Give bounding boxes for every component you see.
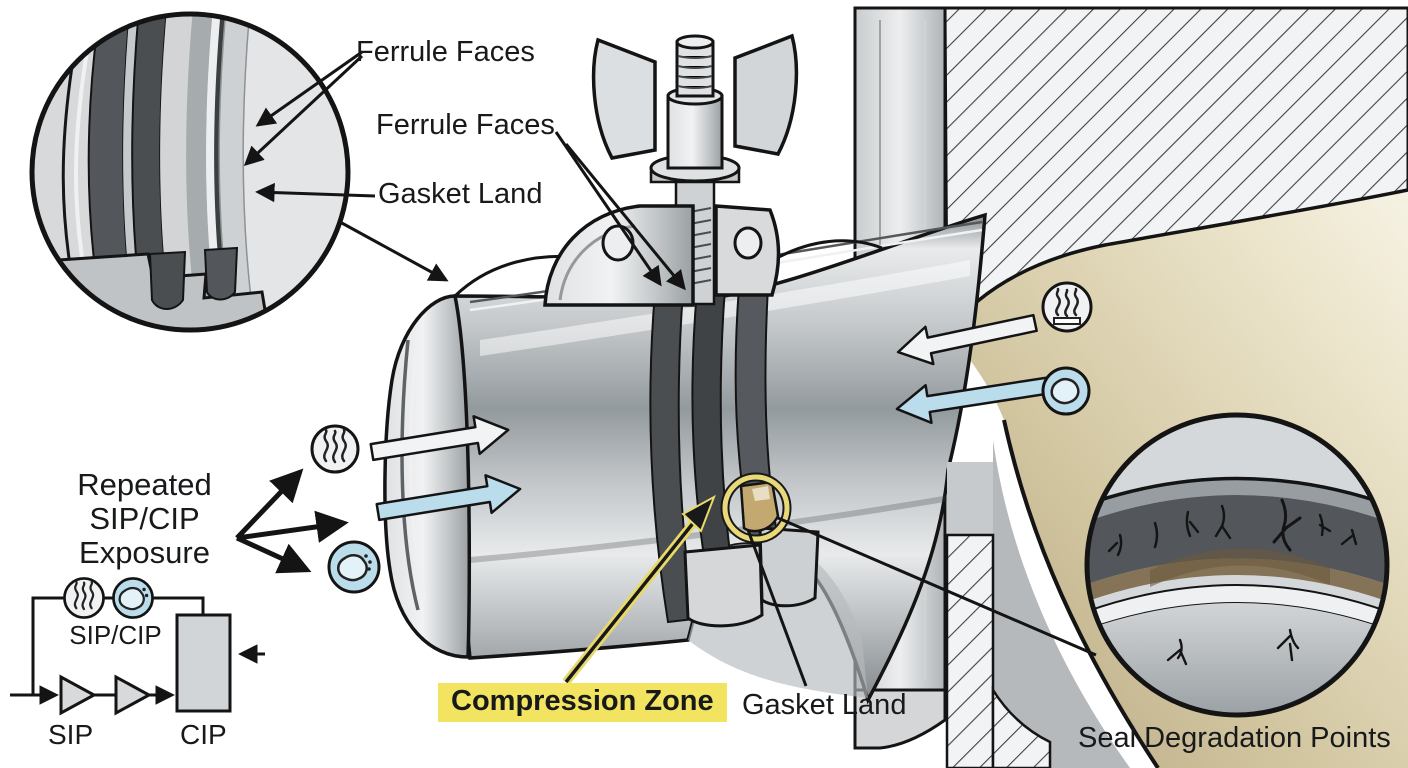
label-compression-zone: Compression Zone: [438, 683, 727, 723]
process-flow-diagram: [10, 577, 265, 716]
label-sip: SIP: [48, 719, 94, 750]
seal-cracks: [1107, 498, 1358, 666]
label-cip: CIP: [180, 719, 227, 750]
cip-spray-icon: [327, 540, 381, 594]
exposure-line-1: Repeated: [77, 467, 212, 502]
label-sip-cip: SIP/CIP: [69, 620, 162, 650]
label-gasket-land-top: Gasket Land: [378, 178, 543, 210]
vessel-nozzle-cut-strip: [945, 462, 1052, 768]
steam-icon: [63, 577, 105, 619]
flow-arrow-cip-left: [375, 474, 522, 522]
wing-right: [733, 33, 799, 156]
sip-stage-1: [59, 674, 98, 716]
clamp-bottom-lug-right: [758, 526, 820, 608]
wing-nut: [591, 33, 799, 184]
clamp-assembly: [543, 33, 820, 628]
inset-seal-border: [1084, 412, 1390, 718]
vessel-inner-wall-edge: [1002, 419, 1160, 768]
clamp-hole-right: [733, 226, 763, 260]
leader-ferrule-mid-2: [564, 143, 686, 291]
leader-ferrule-top-1: [255, 50, 363, 127]
label-ferrule-faces-mid: Ferrule Faces: [376, 109, 555, 141]
flow-arrow-cip-right: [895, 374, 1061, 425]
leader-gasket-top: [255, 182, 376, 203]
flow-arrow-steam-left: [369, 415, 510, 462]
cip-spray-icon: [112, 577, 154, 619]
leader-ferrule-mid-1: [554, 131, 662, 287]
cip-tank: [175, 613, 232, 713]
right-ferrule-shoulder: [769, 239, 883, 264]
flow-arrows: [369, 313, 1061, 522]
label-seal-degradation-points: Seal Degradation Points: [1078, 722, 1391, 754]
inset-ferrule-detail: [29, 11, 351, 333]
wing-left: [591, 37, 657, 160]
leader-seal-inset: [777, 516, 1097, 657]
left-ferrule-flange: [383, 294, 472, 659]
steam-icon: [1041, 281, 1093, 333]
compression-zone-ring: [720, 472, 792, 544]
exposure-fan-arrows: [235, 468, 349, 574]
clamp-hole-left: [601, 224, 635, 262]
leader-inset-to-flange: [339, 220, 449, 282]
exposure-line-2: SIP/CIP: [89, 501, 200, 536]
media-icons: [310, 281, 1093, 594]
flow-arrow-steam-right: [896, 313, 1038, 366]
label-ferrule-faces-top: Ferrule Faces: [356, 36, 535, 68]
inset-seal-degradation: [1084, 412, 1390, 718]
compression-leader: [562, 494, 716, 685]
clamp-bottom-lug-left: [683, 543, 764, 628]
vessel-nozzle-foot: [853, 688, 947, 750]
inset-ferrule-border: [29, 11, 351, 333]
steam-icon: [310, 424, 360, 474]
label-repeated-sip-cip-exposure: Repeated SIP/CIP Exposure: [52, 468, 237, 570]
label-gasket-land-bottom: Gasket Land: [742, 689, 907, 721]
exposure-line-3: Exposure: [79, 535, 210, 570]
leader-gasket-bottom: [746, 529, 808, 687]
vessel-bore-shadow: [993, 440, 1130, 768]
sip-stage-2: [114, 674, 153, 716]
callout-leaders: [243, 50, 1097, 687]
cip-spray-icon: [1041, 366, 1091, 416]
leader-ferrule-top-2: [243, 54, 364, 166]
